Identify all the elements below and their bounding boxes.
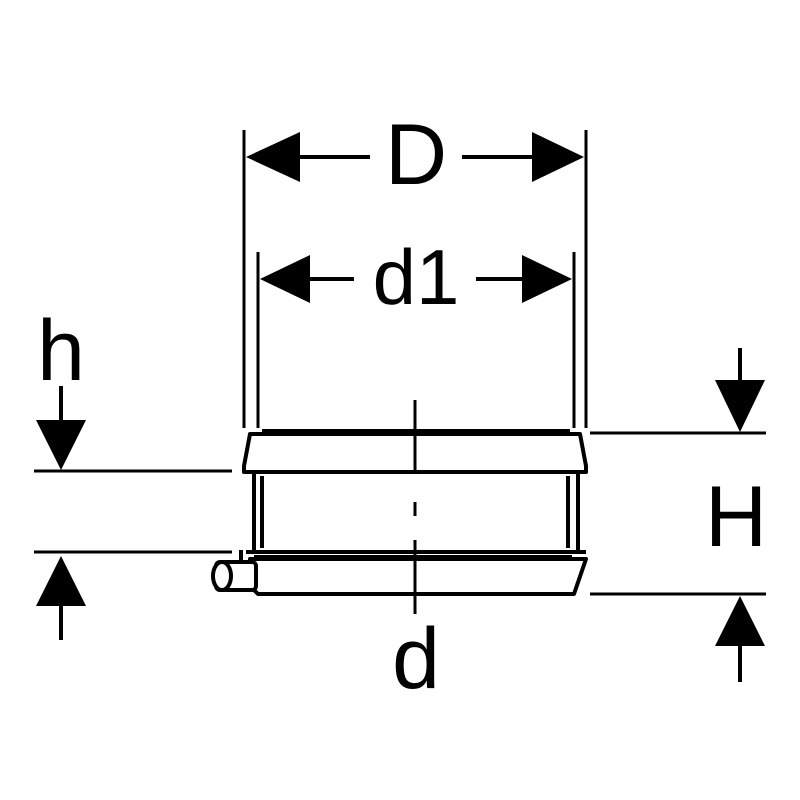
arrowhead-d1-right — [522, 255, 572, 303]
arrowhead-H-up — [715, 596, 765, 646]
label-d: d — [392, 611, 440, 707]
label-D: D — [385, 107, 447, 203]
arrowhead-H-down — [715, 380, 765, 432]
dimension-H: H — [590, 348, 767, 682]
dimension-d1: d1 — [256, 233, 576, 428]
bottom-flange — [248, 557, 588, 596]
pipe-socket-part — [211, 429, 588, 596]
dimension-D: D — [242, 107, 588, 428]
label-h: h — [37, 303, 85, 399]
arrowhead-h-up — [36, 556, 86, 606]
connector-stub-end — [211, 560, 233, 592]
arrowhead-d1-left — [260, 255, 310, 303]
label-d1: d1 — [373, 233, 460, 321]
arrowhead-h-down — [36, 420, 86, 470]
dimension-h: h — [34, 303, 232, 640]
label-H: H — [705, 469, 767, 565]
arrowhead-D-left — [246, 132, 300, 182]
top-flange — [242, 432, 588, 474]
arrowhead-D-right — [532, 132, 584, 182]
